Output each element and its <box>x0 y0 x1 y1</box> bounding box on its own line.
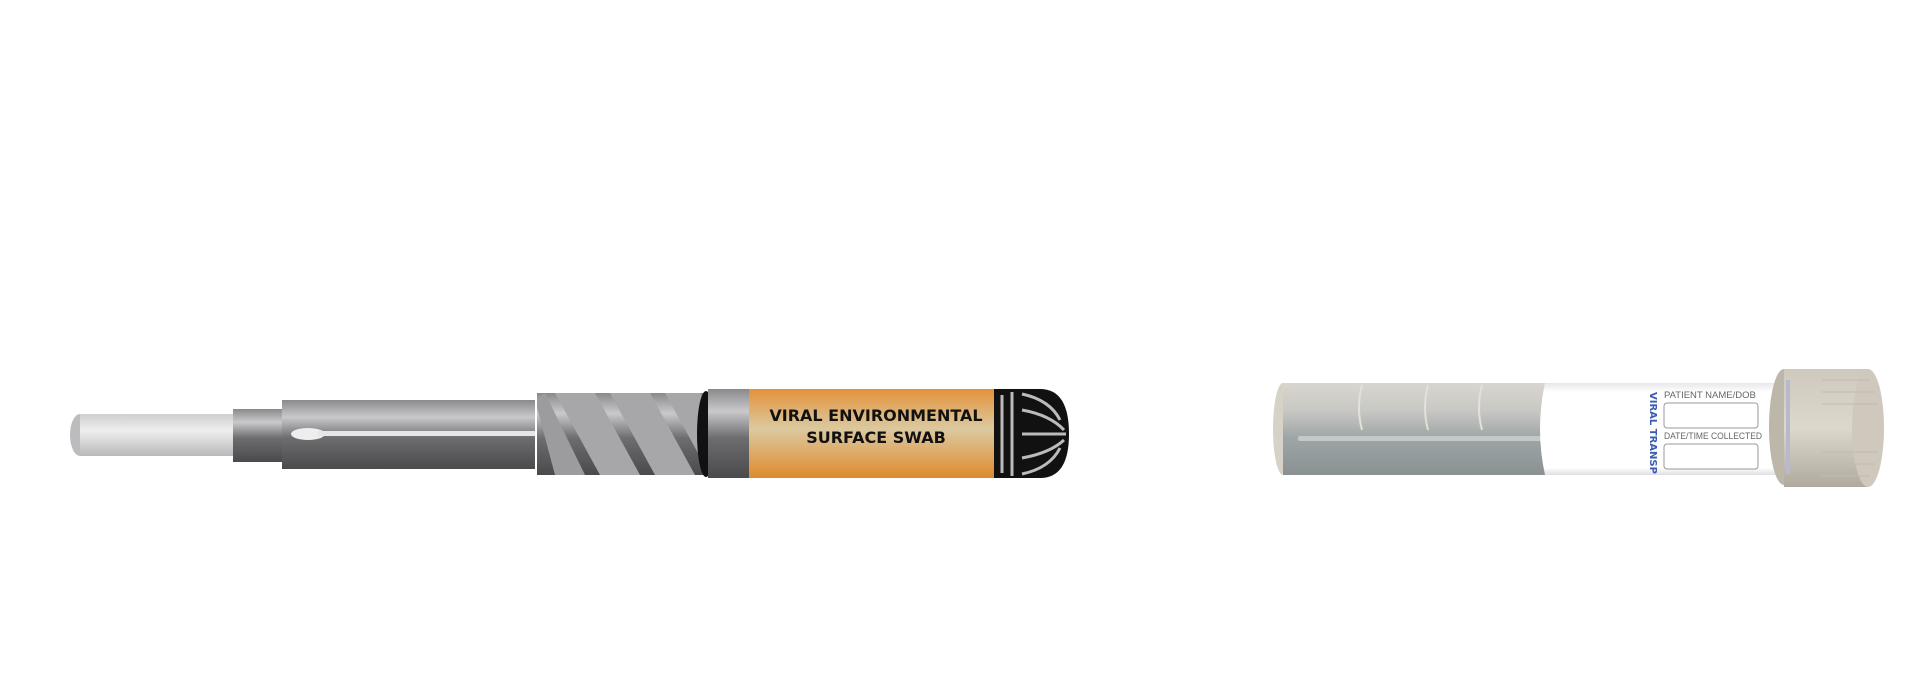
swab-grille-cap <box>994 389 1069 478</box>
patient-name-dob-field[interactable] <box>1663 402 1759 429</box>
swab-label-line2: SURFACE SWAB <box>806 428 946 447</box>
swab-label <box>749 389 1002 478</box>
swab-handle-end <box>80 414 238 456</box>
swab-band <box>708 389 749 478</box>
patient-name-dob-label: PATIENT NAME/DOB <box>1664 390 1756 401</box>
viral-transport-tube: VIRAL TRANSP PATIENT NAME/DOB DATE/TIME … <box>1273 369 1884 487</box>
swab-spiral-section <box>535 393 716 475</box>
tube-swab-shaft <box>1298 436 1545 441</box>
tube-vertical-label: VIRAL TRANSP <box>1647 392 1658 474</box>
swab-collar <box>233 409 288 462</box>
surface-swab: VIRAL ENVIRONMENTAL SURFACE SWAB <box>70 389 1069 478</box>
swab-stick-icon <box>291 428 538 440</box>
tube-body <box>1283 383 1545 475</box>
tube-cap <box>1769 369 1884 487</box>
tube-graduation-marks <box>1358 384 1483 431</box>
swab-label-line1: VIRAL ENVIRONMENTAL <box>769 406 982 425</box>
date-time-collected-field[interactable] <box>1663 443 1759 470</box>
date-time-collected-label: DATE/TIME COLLECTED <box>1664 431 1762 442</box>
